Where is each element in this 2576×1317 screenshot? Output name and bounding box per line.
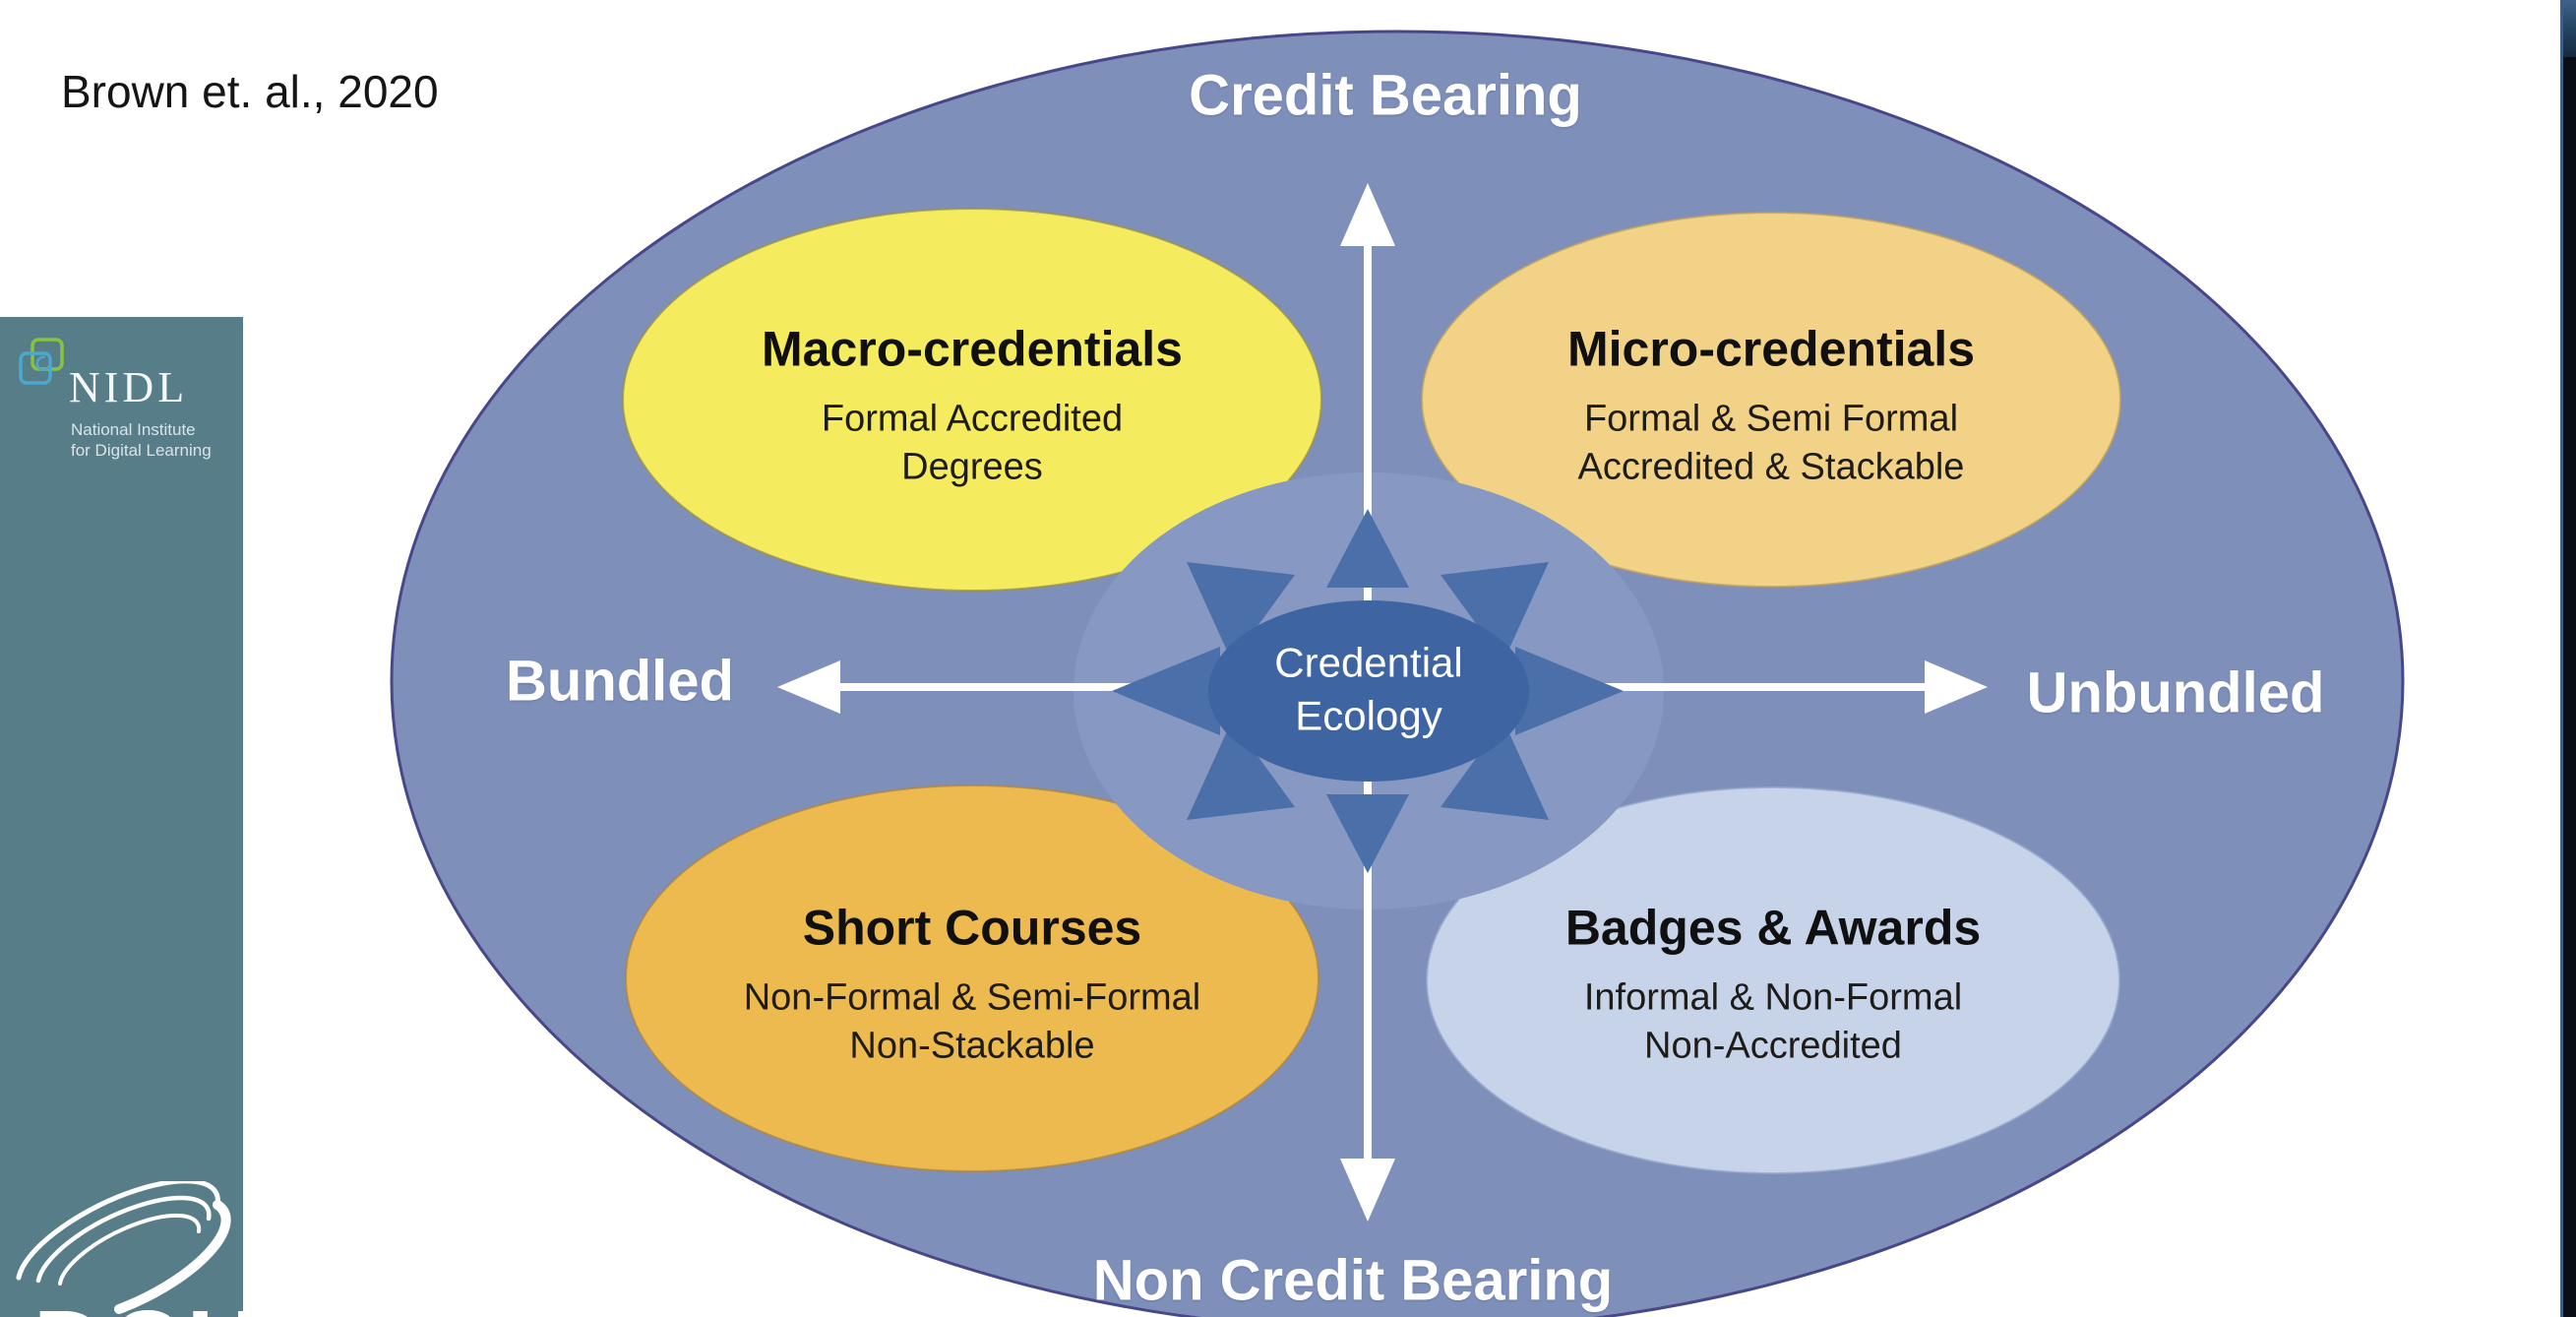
macro-credentials-ellipse [622,208,1322,592]
axis-label-non-credit-bearing: Non Credit Bearing [1092,1248,1614,1313]
badges-awards-text: Badges & Awards Informal & Non-Formal No… [1458,899,2088,1069]
badges-awards-ellipse [1426,786,2120,1174]
axis-label-bundled: Bundled [506,649,734,714]
attribution-text: Brown et. al., 2020 [61,66,439,117]
macro-credentials-text: Macro-credentials Formal Accredited Degr… [657,320,1287,490]
axis-label-credit-bearing: Credit Bearing [1189,63,1582,128]
short-courses-text: Short Courses Non-Formal & Semi-Formal N… [657,899,1287,1069]
short-courses-ellipse [625,784,1319,1172]
screen-edge-bar-top [2563,0,2576,57]
micro-credentials-title: Micro-credentials [1566,321,1975,377]
credential-ecology-ellipse [1208,600,1529,782]
nidl-squares-icon [19,338,64,385]
nidl-logo: NIDL National Institute for Digital Lear… [18,337,244,465]
short-courses-title: Short Courses [802,900,1142,956]
micro-credentials-text: Micro-credentials Formal & Semi Formal A… [1456,320,2086,490]
short-courses-body: Non-Formal & Semi-Formal Non-Stackable [743,976,1201,1066]
dcu-wordmark: DCU [33,1289,265,1317]
axis-label-unbundled: Unbundled [2026,660,2325,725]
nidl-subtitle: National Institute for Digital Learning [71,420,212,461]
micro-credentials-body: Formal & Semi Formal Accredited & Stacka… [1577,398,1965,487]
screen-edge-bar [2560,0,2576,1317]
dcu-swoosh-icon [16,1181,231,1314]
starburst-icon [1112,509,1624,873]
macro-credentials-title: Macro-credentials [762,321,1183,377]
badges-awards-title: Badges & Awards [1564,900,1982,956]
sidebar: NIDL National Institute for Digital Lear… [0,317,259,1317]
badges-awards-body: Informal & Non-Formal Non-Accredited [1583,976,1963,1066]
micro-credentials-ellipse [1421,212,2121,588]
credential-ecology-label: Credential Ecology [1274,639,1463,738]
macro-credentials-body: Formal Accredited Degrees [821,398,1124,487]
nidl-wordmark: NIDL [69,363,189,411]
